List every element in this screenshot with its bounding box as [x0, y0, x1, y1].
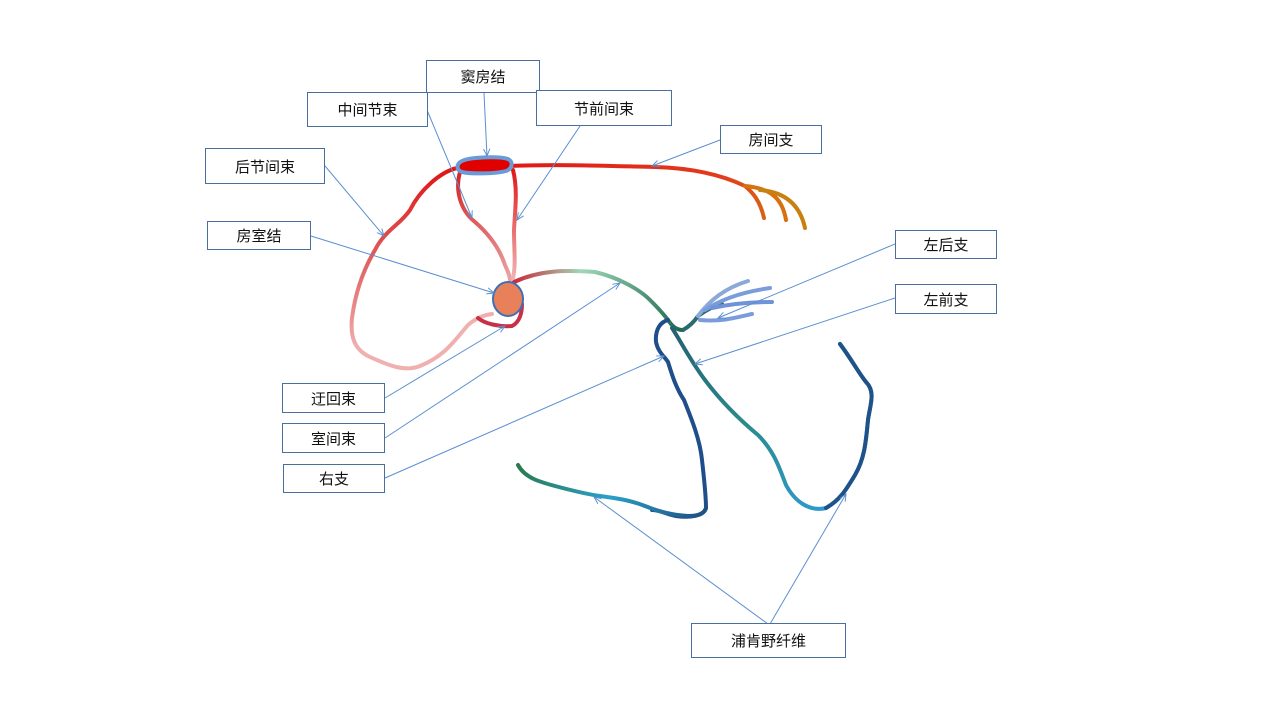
label-interatrial-branch: 房间支: [720, 125, 822, 154]
left-posterior-fiber-4: [698, 312, 754, 323]
label-left-posterior-branch: 左后支: [895, 230, 997, 259]
interatrial-branch-fork-1: [743, 184, 788, 222]
leader-posterior-internodal: [324, 165, 384, 236]
leader-av-node: [310, 235, 494, 293]
leader-interatrial-branch: [652, 139, 721, 166]
label-left-anterior-branch: 左前支: [895, 284, 997, 314]
interatrial-branch: [506, 163, 766, 220]
label-posterior-internodal-tract: 后节间束: [205, 148, 325, 184]
left-anterior-branch-end: [824, 342, 874, 510]
atrioventricular-node-shape: [492, 281, 524, 317]
leader-anterior-internodal: [517, 125, 581, 220]
label-purkinje-fibers: 浦肯野纤维: [691, 623, 846, 658]
leader-middle-internodal: [426, 109, 472, 218]
leader-interventricular-bundle: [384, 283, 620, 439]
left-anterior-branch: [670, 326, 874, 511]
purkinje-fibers-left: [516, 463, 708, 519]
leader-left-anterior: [695, 297, 896, 364]
leader-purkinje-left: [594, 497, 769, 625]
leader-sinoatrial-node: [484, 92, 487, 156]
label-middle-internodal-tract: 中间节束: [307, 92, 428, 127]
label-right-branch: 右支: [283, 464, 385, 493]
label-bypass-tract: 迂回束: [282, 383, 385, 413]
leader-bypass-tract: [384, 326, 505, 399]
right-branch: [650, 318, 709, 519]
label-interventricular-bundle: 室间束: [282, 423, 385, 453]
posterior-internodal-tract: [349, 166, 494, 371]
label-atrioventricular-node: 房室结: [207, 221, 311, 250]
left-posterior-fiber-3: [710, 300, 774, 310]
label-anterior-internodal-tract: 节前间束: [536, 90, 672, 126]
middle-internodal-tract: [456, 170, 512, 282]
leader-left-posterior: [718, 243, 896, 318]
interatrial-branch-fork-2: [758, 188, 807, 230]
bypass-tract-loop: [476, 302, 524, 329]
anterior-internodal-tract: [511, 168, 518, 280]
interventricular-bundle: [512, 269, 685, 332]
leader-lines: [310, 92, 896, 625]
left-posterior-fiber-1: [696, 279, 750, 318]
label-sinoatrial-node: 窦房结: [426, 60, 540, 93]
sinoatrial-node-shape: [455, 155, 514, 176]
leader-purkinje-right: [769, 494, 846, 625]
leader-right-branch: [384, 356, 664, 479]
left-posterior-fiber-2: [703, 286, 772, 312]
